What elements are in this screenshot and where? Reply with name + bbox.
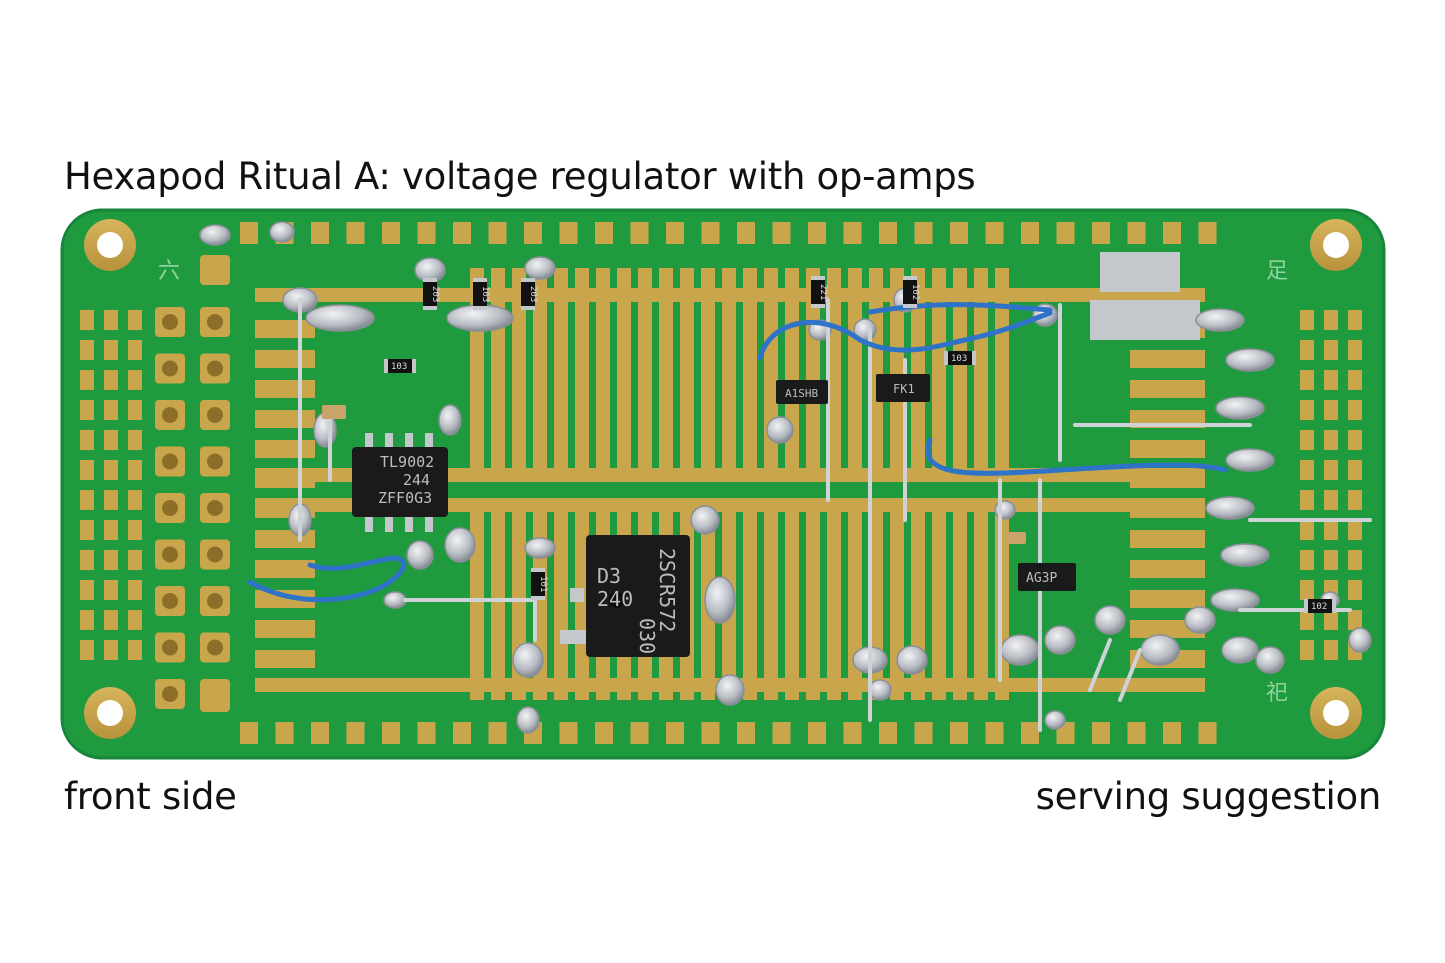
resistor-code: 203 [430,286,440,302]
resistor-code: 103 [951,354,967,364]
bare-wire-jumpers [298,298,1372,732]
silkscreen-bottom-right: 祀 [1266,681,1288,706]
transistor-2-marking: FK1 [893,382,915,396]
pcb-board [60,208,1386,760]
transistor-a1shb: A1SHB [776,380,828,404]
caption-left: front side [64,775,237,818]
op-amp-marking-1: TL9002 [380,453,434,471]
transistor-3-marking: AG3P [1026,571,1057,586]
connector-holes [155,255,230,712]
transistor-fk1: FK1 [876,374,930,402]
regulator-marking-2: D3 [597,564,621,588]
op-amp-chip: TL9002 244 ZFF0G3 [352,433,448,532]
resistor-code: 203 [528,286,538,302]
silkscreen-top-left: 六 [158,259,180,284]
transistor-1-marking: A1SHB [785,387,818,400]
caption-right: serving suggestion [1035,775,1382,818]
transistor-ag3p: AG3P [1018,563,1076,591]
blue-wires [247,302,1228,603]
resistor-code: 102 [1311,602,1327,612]
op-amp-marking-2: 244 [403,471,430,489]
solder-joints [199,221,1372,734]
smd-resistors: 203 103 203 103 221 102 103 101 102 [384,276,1336,613]
image-title: Hexapod Ritual A: voltage regulator with… [64,155,976,198]
resistor-code: 103 [480,286,490,302]
op-amp-marking-3: ZFF0G3 [378,489,432,507]
silkscreen-top-right: 足 [1266,259,1288,284]
regulator-marking-3: 240 [597,587,633,611]
regulator-marking-1: 2SCR572 [655,548,679,632]
regulator-marking-4: 030 [635,618,659,654]
mounting-holes [84,219,1362,739]
smd-capacitors [322,405,1026,544]
resistor-code: 102 [910,284,920,300]
resistor-code: 103 [391,362,407,372]
resistor-code: 101 [538,576,548,592]
resistor-code: 221 [818,284,828,300]
regulator-transistor: 2SCR572 D3 240 030 [560,535,690,657]
